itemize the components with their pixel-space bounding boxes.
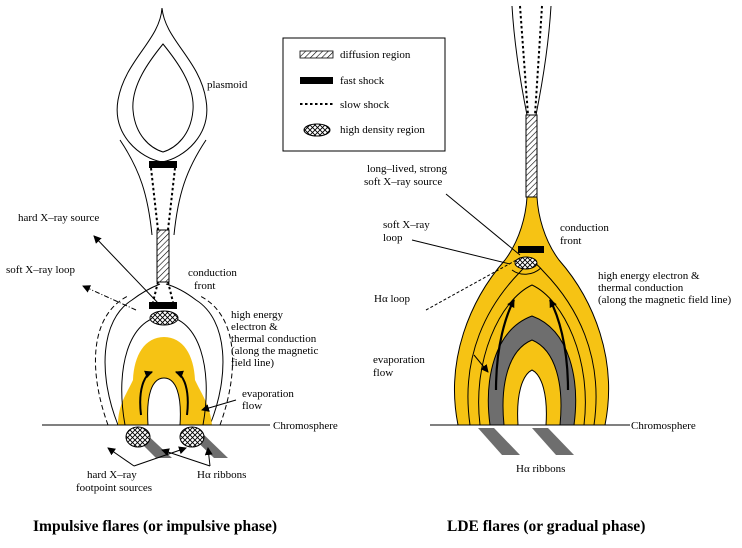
label-conduction-front-right-1: conduction [560, 222, 609, 234]
label-high-energy-left-2: electron & [231, 321, 278, 333]
diffusion-region-left [156, 229, 170, 283]
label-long-lived-2: soft X–ray source [364, 176, 442, 188]
label-halpha-ribbons-right: Hα ribbons [516, 463, 565, 475]
label-high-energy-right-2: thermal conduction [598, 282, 684, 294]
hxr-footpoint-right [179, 426, 205, 448]
label-soft-xray-right-2: loop [383, 232, 403, 244]
label-high-energy-left-3: thermal conduction [231, 333, 317, 345]
diffusion-region-right [525, 114, 538, 198]
label-high-energy-right-1: high energy electron & [598, 270, 700, 282]
plasmoid-outer [116, 7, 208, 163]
label-hard-xray-source: hard X–ray source [18, 212, 99, 224]
label-long-lived-1: long–lived, strong [367, 163, 448, 175]
label-chromosphere-right: Chromosphere [631, 420, 696, 432]
label-high-energy-right-3: (along the magnetic field line) [598, 294, 732, 306]
high-density-region-right [514, 256, 538, 270]
legend-diffusion-region: diffusion region [340, 49, 411, 61]
label-hxr-footpoints-1: hard X–ray [87, 469, 137, 481]
label-conduction-front-left-2: front [194, 280, 215, 292]
fast-shock-swatch [300, 77, 333, 84]
label-high-energy-left-1: high energy [231, 309, 284, 321]
legend-fast-shock: fast shock [340, 75, 385, 87]
plasmoid-inner [132, 43, 194, 153]
label-plasmoid: plasmoid [207, 79, 248, 91]
fast-shock-right [518, 246, 544, 253]
high-density-region-left [149, 310, 179, 326]
label-chromosphere-left: Chromosphere [273, 420, 338, 432]
label-hxr-footpoints-2: footpoint sources [76, 482, 152, 494]
high-density-swatch [303, 123, 331, 137]
legend: diffusion region fast shock slow shock h… [282, 37, 446, 152]
fast-shock-bottom-left [149, 302, 177, 309]
label-evaporation-right-1: evaporation [373, 354, 425, 366]
label-evaporation-left-2: flow [242, 400, 262, 412]
legend-high-density-region: high density region [340, 124, 425, 136]
label-conduction-front-right-2: front [560, 235, 581, 247]
label-high-energy-left-4: (along the magnetic [231, 345, 318, 357]
label-halpha-loop: Hα loop [374, 293, 411, 305]
label-halpha-ribbons-left: Hα ribbons [197, 469, 246, 481]
label-soft-xray-right-1: soft X–ray [383, 219, 430, 231]
label-evaporation-left-1: evaporation [242, 388, 294, 400]
label-soft-xray-loop-left: soft X–ray loop [6, 264, 76, 276]
label-evaporation-right-2: flow [373, 367, 393, 379]
caption-impulsive: Impulsive flares (or impulsive phase) [33, 518, 277, 535]
impulsive-flare-diagram: plasmoid hard X–ray source soft X–ray lo… [6, 7, 338, 535]
diffusion-region-swatch [299, 50, 334, 59]
hxr-footpoint-left [125, 426, 151, 448]
lde-flare-diagram: long–lived, strong soft X–ray source sof… [364, 5, 732, 535]
caption-lde: LDE flares (or gradual phase) [447, 518, 645, 535]
label-conduction-front-left-1: conduction [188, 267, 237, 279]
legend-slow-shock: slow shock [340, 99, 390, 111]
label-high-energy-left-5: field line) [231, 357, 274, 369]
fast-shock-top-left [149, 161, 177, 168]
